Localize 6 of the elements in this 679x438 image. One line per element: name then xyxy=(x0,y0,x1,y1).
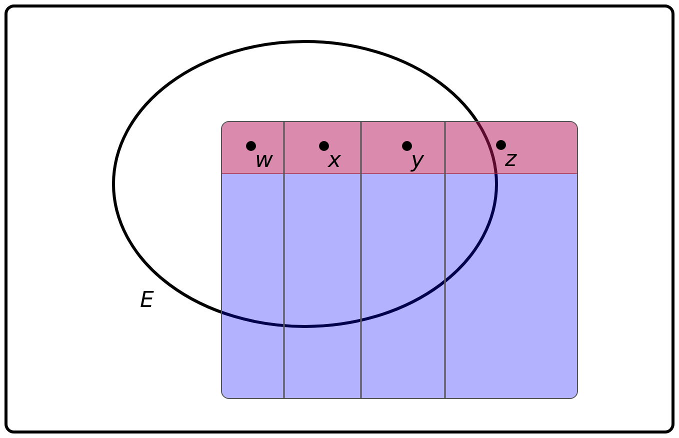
set-label: E xyxy=(140,290,154,312)
outcome-label: w xyxy=(255,150,273,172)
partition-panel xyxy=(221,121,578,399)
outcome-label: z xyxy=(505,149,517,171)
outcome-label: y xyxy=(411,150,424,172)
outcome-label: x xyxy=(328,150,342,172)
